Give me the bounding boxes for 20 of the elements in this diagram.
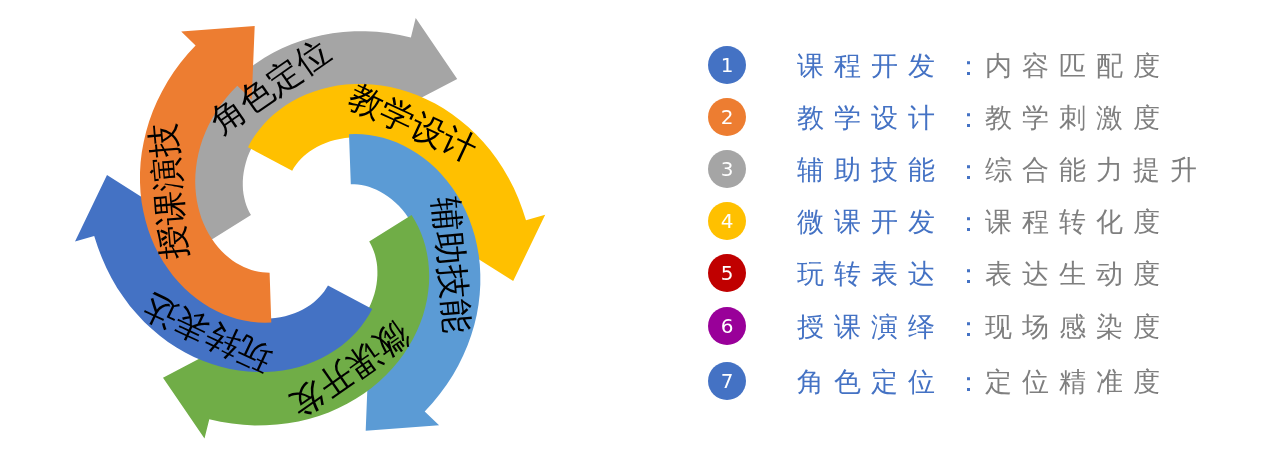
number-badge: 2 — [708, 98, 746, 136]
arrow-label: 辅助技能 — [429, 195, 476, 334]
number-badge: 4 — [708, 202, 746, 240]
list-term: 微课开发 — [797, 207, 945, 235]
list-term: 课程开发 — [797, 51, 945, 79]
arrow-label: 玩转表达 — [138, 288, 276, 378]
arrow-label: 授课演技 — [144, 122, 191, 261]
arrow-label: 角色定位 — [204, 33, 336, 140]
arrow-label: 微课开发 — [284, 316, 415, 423]
number-badge: 6 — [708, 307, 746, 345]
number-badge: 3 — [708, 150, 746, 188]
list-term: 授课演绎 — [797, 312, 945, 340]
number-badge: 1 — [708, 46, 746, 84]
number-badge: 7 — [708, 362, 746, 400]
number-badge: 5 — [708, 254, 746, 292]
list-term: 辅助技能 — [797, 155, 945, 183]
arrow-label: 教学设计 — [344, 78, 482, 168]
list-term: 玩转表达 — [797, 259, 945, 287]
list-term: 角色定位 — [797, 367, 945, 395]
list-term: 教学设计 — [797, 103, 945, 131]
